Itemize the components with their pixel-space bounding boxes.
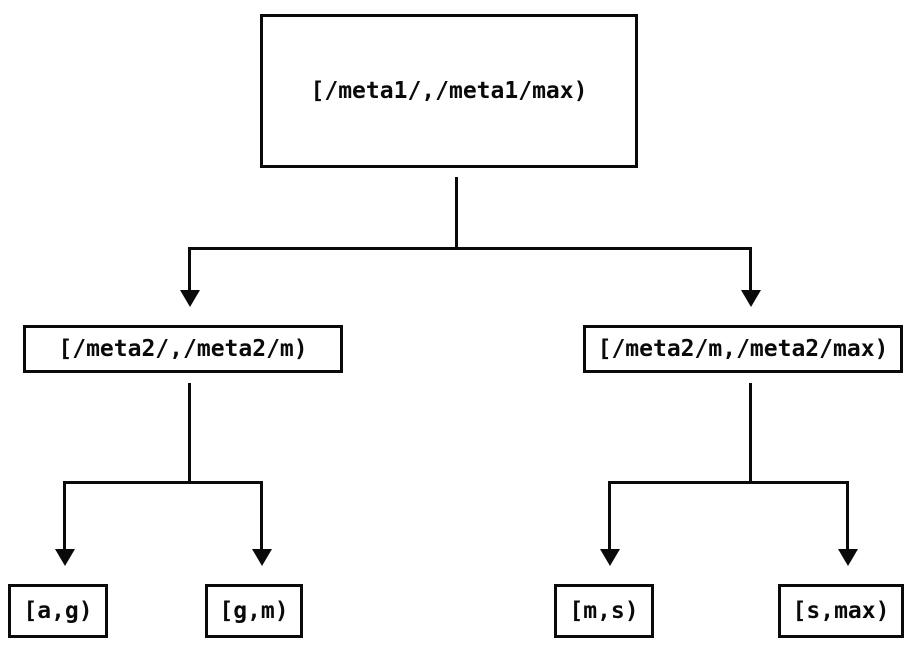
edge-level1-horizontal (188, 247, 752, 250)
arrow-down-icon (838, 549, 858, 566)
arrow-down-icon (741, 290, 761, 307)
leaf-node-g-m: [g,m) (205, 584, 303, 638)
edge-left-horizontal (63, 481, 263, 484)
edge-drop-to-right-node (749, 247, 752, 290)
node-root-range: [/meta1/,/meta1/max) (260, 14, 638, 168)
arrow-down-icon (252, 549, 272, 566)
edge-drop-to-leaf-g-m (260, 481, 263, 549)
leaf-node-s-max: [s,max) (778, 584, 904, 638)
arrow-down-icon (600, 549, 620, 566)
leaf-node-a-g: [a,g) (8, 584, 108, 638)
edge-drop-to-leaf-m-s (608, 481, 611, 549)
edge-drop-to-leaf-s-max (846, 481, 849, 549)
edge-drop-to-left-node (188, 247, 191, 290)
edge-right-stem (749, 383, 752, 481)
edge-right-horizontal (608, 481, 849, 484)
arrow-down-icon (55, 549, 75, 566)
edge-root-stem (455, 177, 458, 247)
arrow-down-icon (180, 290, 200, 307)
node-left-range: [/meta2/,/meta2/m) (23, 325, 343, 373)
node-right-range: [/meta2/m,/meta2/max) (583, 325, 903, 373)
edge-drop-to-leaf-a-g (63, 481, 66, 549)
edge-left-stem (188, 383, 191, 481)
leaf-node-m-s: [m,s) (554, 584, 654, 638)
